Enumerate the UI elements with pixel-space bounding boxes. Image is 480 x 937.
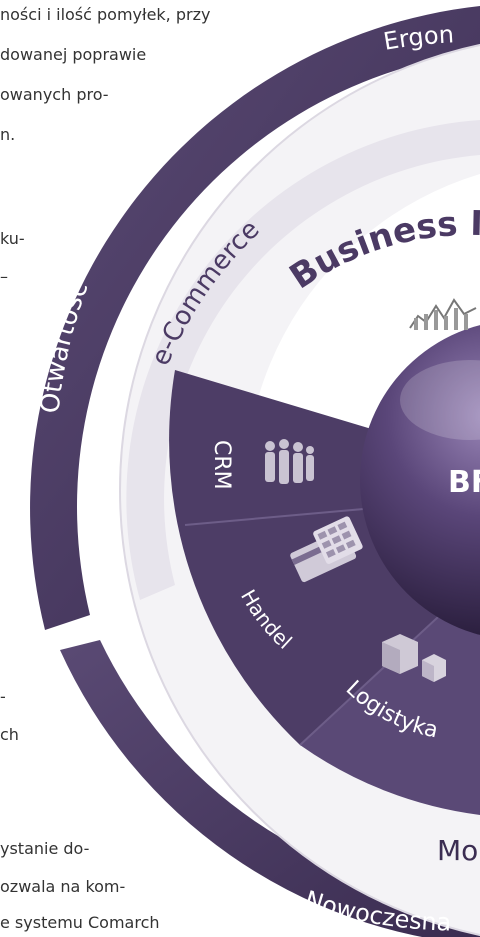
text-line: ności i ilość pomyłek, przy (0, 5, 211, 24)
ecommerce-band (126, 120, 480, 600)
text-line: n. (0, 125, 16, 144)
chart-icon (409, 298, 477, 330)
text-line: ozwala na kom- (0, 877, 126, 896)
text-line: owanych pro- (0, 85, 109, 104)
text-line: ystanie do- (0, 839, 90, 858)
label-crm: CRM (209, 440, 234, 490)
people-icon (265, 439, 314, 484)
boxes-icon (382, 634, 446, 682)
label-mo: Mo (437, 834, 478, 867)
text-line: – (0, 267, 8, 286)
text-line: dowanej poprawie (0, 45, 147, 64)
outer-ring-left (30, 6, 480, 630)
payment-icon (290, 516, 363, 583)
segment-logistyka-bg (300, 578, 480, 815)
text-line: e systemu Comarch (0, 913, 160, 932)
text-line: - (0, 687, 6, 706)
center-sphere (360, 325, 480, 635)
text-line: ch (0, 725, 19, 744)
label-center: BF (448, 465, 480, 500)
text-line: ku- (0, 229, 25, 248)
